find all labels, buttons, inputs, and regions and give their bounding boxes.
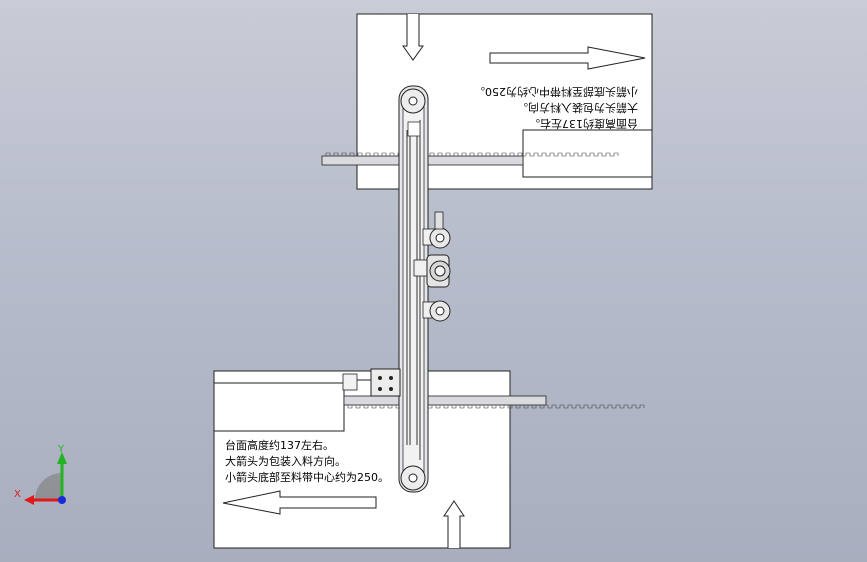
top-notes: 台面高度约137左右。 大箭头为包装入料方向。 小箭头底部至料带中心约为250。	[474, 85, 638, 131]
top-note-line3: 小箭头底部至料带中心约为250。	[474, 85, 638, 99]
y-axis-label: Y	[57, 444, 65, 455]
bottom-rack	[343, 395, 645, 409]
z-axis-dot	[58, 496, 66, 504]
top-note-line1: 台面高度约137左右。	[529, 117, 638, 131]
bottom-note-line1: 台面高度约137左右。	[225, 438, 334, 452]
motor-assembly	[413, 254, 451, 288]
bottom-note-line2: 大箭头为包装入料方向。	[225, 454, 346, 468]
axis-triad: Y X	[14, 444, 67, 505]
top-small-arrow	[402, 14, 424, 61]
bottom-large-arrow	[222, 490, 377, 515]
lower-roller	[422, 300, 451, 322]
upper-roller	[422, 211, 451, 249]
bottom-feeder-box	[213, 382, 345, 432]
vertical-conveyor	[398, 85, 429, 493]
carriage-block	[342, 368, 401, 397]
top-note-line2: 大箭头为包装入料方向。	[517, 101, 638, 115]
bottom-note-line3: 小箭头底部至料带中心约为250。	[225, 470, 389, 484]
top-large-arrow	[489, 46, 646, 70]
x-axis-label: X	[14, 489, 21, 500]
bottom-small-arrow	[443, 500, 465, 548]
bottom-notes: 台面高度约137左右。 大箭头为包装入料方向。 小箭头底部至料带中心约为250。	[225, 438, 389, 484]
top-feeder-box	[522, 129, 653, 178]
